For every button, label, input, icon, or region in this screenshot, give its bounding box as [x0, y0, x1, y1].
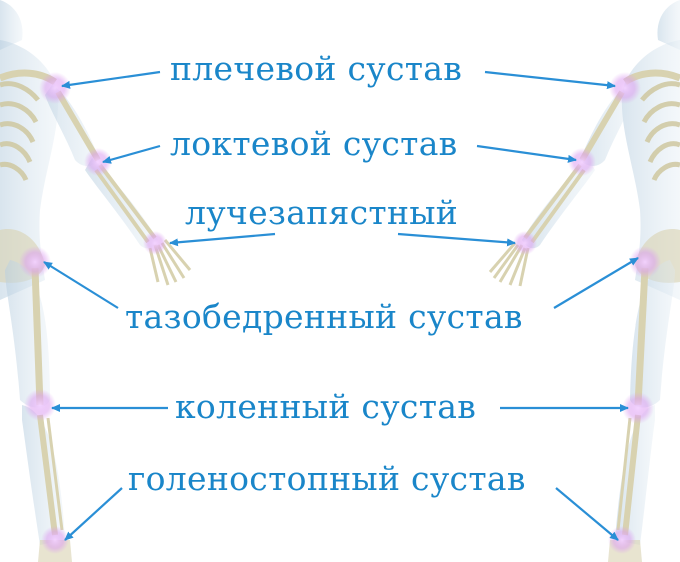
elbow-arrow-right	[476, 144, 577, 163]
hip-arrow-right	[553, 257, 639, 309]
shoulder-arrow-left	[61, 70, 161, 89]
label-wrist-joint: лучезапястный	[185, 193, 459, 232]
ankle-arrow-right	[555, 487, 619, 541]
label-hip-joint: тазобедренный сустав	[125, 297, 523, 336]
label-knee-joint: коленный сустав	[175, 387, 477, 426]
hip-arrow-left	[43, 261, 119, 309]
shoulder-arrow-right	[484, 70, 616, 90]
label-shoulder-joint: плечевой сустав	[170, 49, 463, 88]
wrist-arrow-right	[397, 232, 516, 247]
wrist-arrow-left	[169, 232, 276, 247]
label-elbow-joint: локтевой сустав	[170, 124, 458, 163]
ankle-arrow-left	[64, 487, 123, 541]
label-ankle-joint: голеностопный сустав	[128, 459, 526, 498]
left-body	[0, 0, 192, 562]
right-body	[488, 0, 680, 562]
elbow-arrow-left	[102, 144, 161, 164]
